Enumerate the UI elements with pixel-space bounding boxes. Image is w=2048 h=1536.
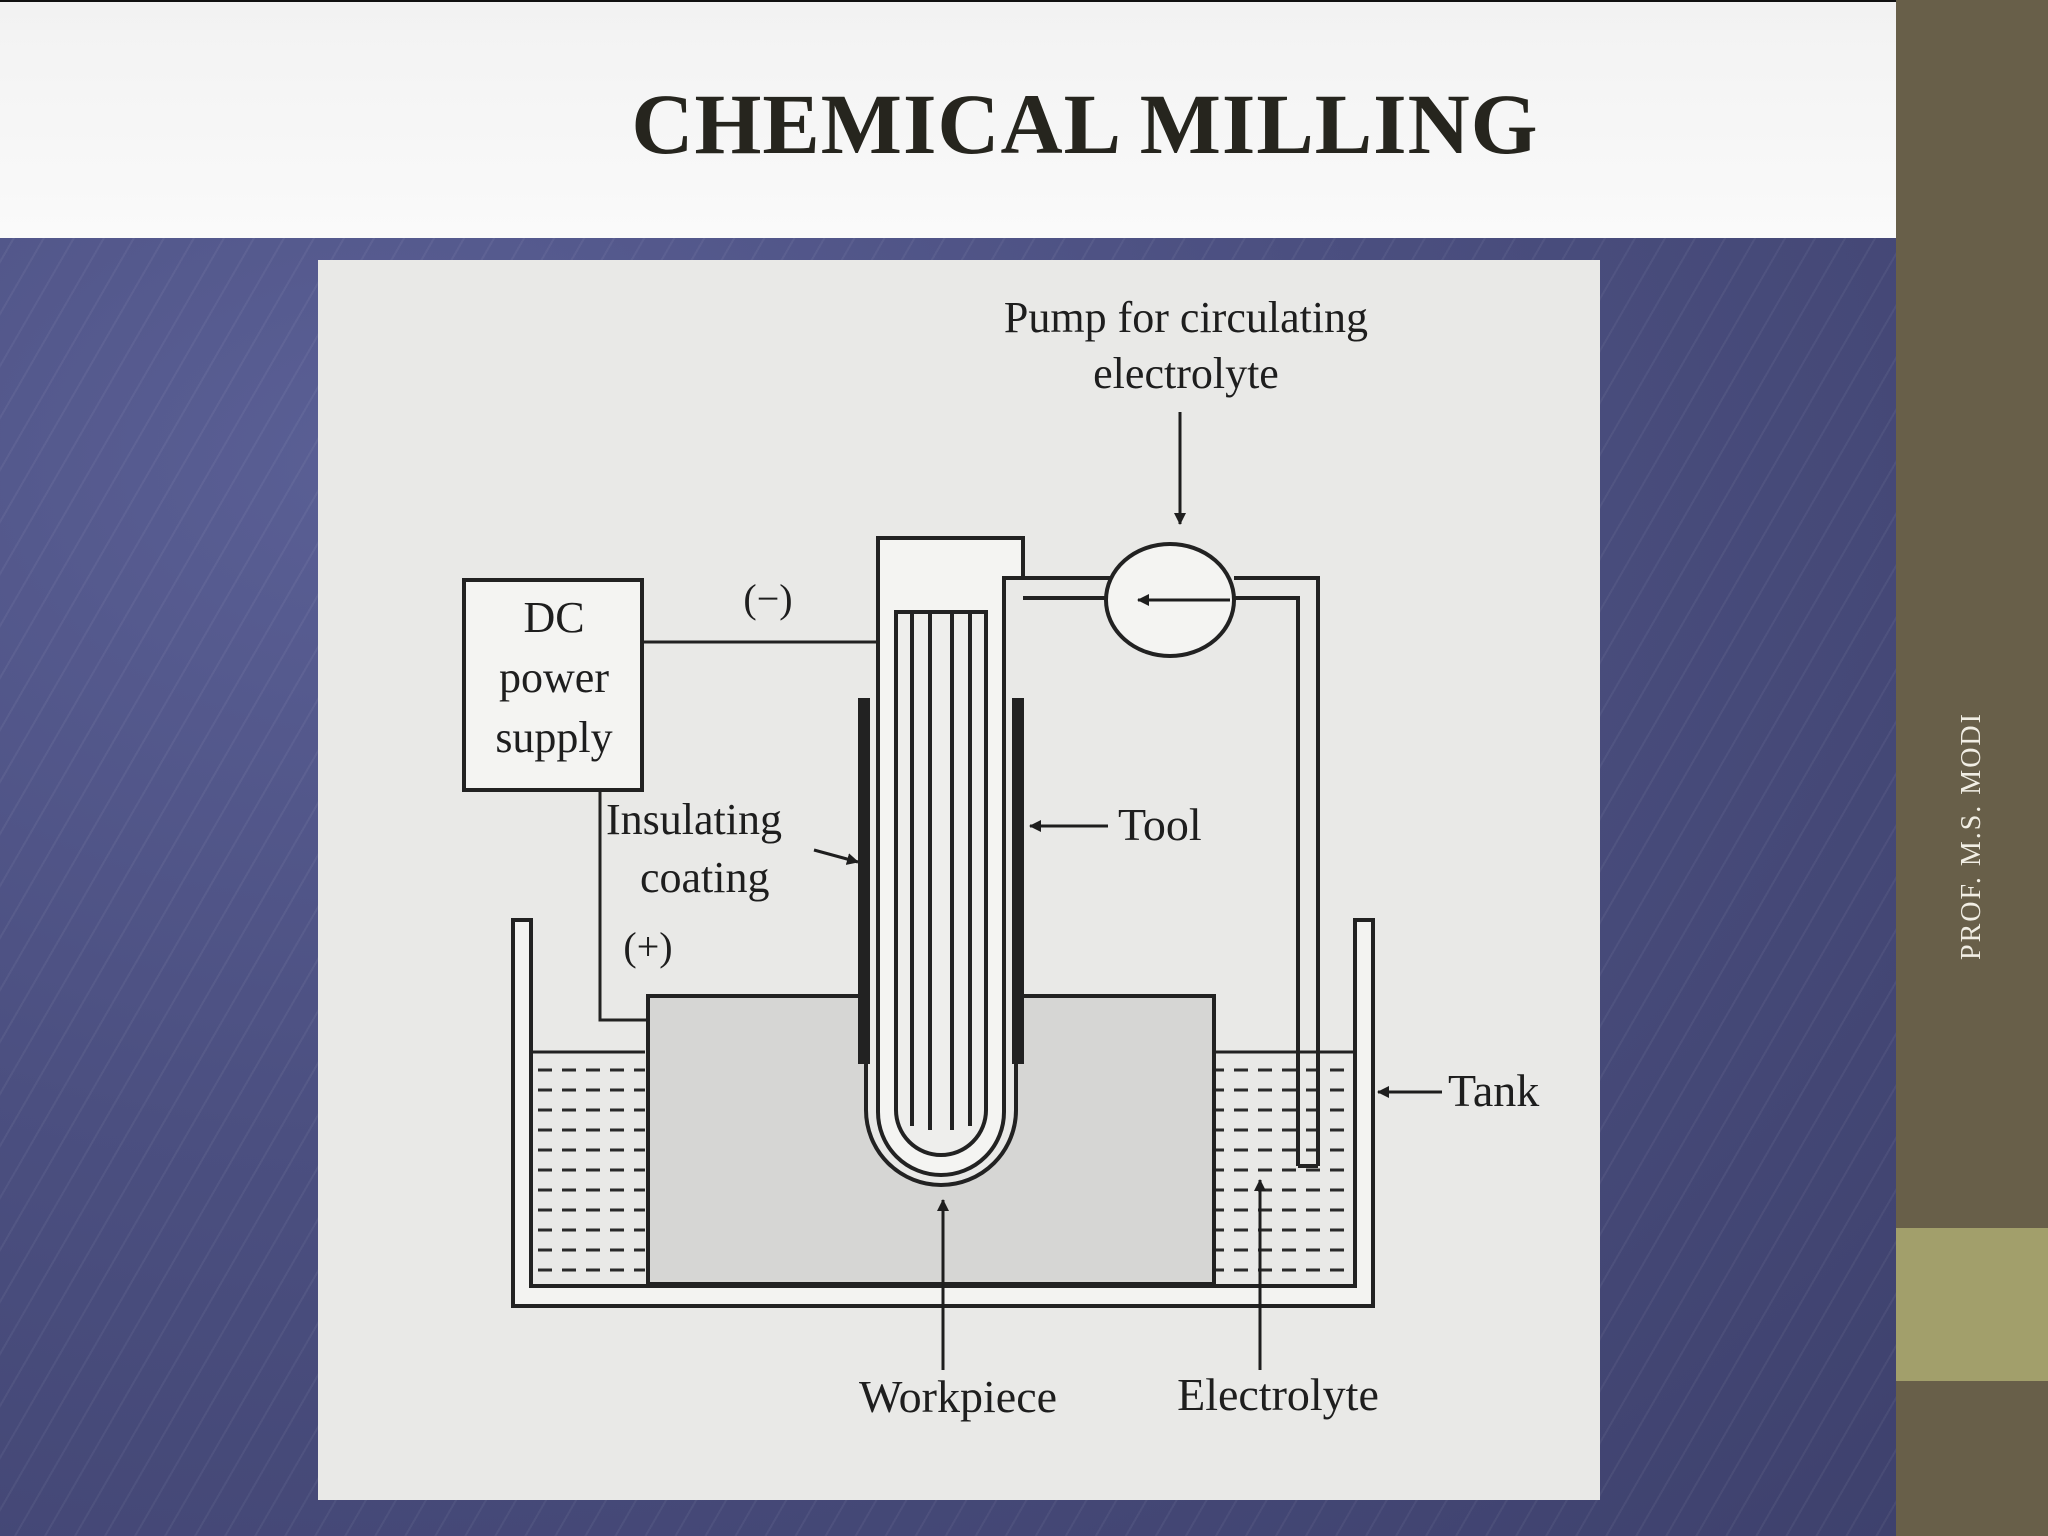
insulating-label-line2: coating	[640, 853, 770, 902]
electrolyte-right	[1216, 1052, 1353, 1284]
workpiece-label: Workpiece	[859, 1371, 1057, 1422]
diagram-figure: Pump for circulating electrolyte DC powe…	[318, 260, 1600, 1500]
dc-label-line3: supply	[495, 713, 612, 762]
electrolyte-left	[533, 1052, 645, 1284]
tool-label: Tool	[1118, 799, 1202, 850]
positive-wire	[598, 790, 648, 1022]
dc-label-line2: power	[499, 653, 609, 702]
chemical-milling-diagram: Pump for circulating electrolyte DC powe…	[462, 293, 1539, 1422]
negative-terminal-label: (−)	[743, 576, 792, 621]
tank-outline	[511, 918, 1375, 1308]
tank-label: Tank	[1448, 1065, 1539, 1116]
dc-power-supply-box	[462, 578, 644, 792]
slide-title: CHEMICAL MILLING	[631, 76, 1539, 172]
workpiece-block	[646, 994, 1216, 1286]
side-accent-block	[1896, 1228, 2048, 1381]
pump-label-line2: electrolyte	[1093, 349, 1279, 398]
title-band: CHEMICAL MILLING	[0, 0, 1896, 238]
author-label: PROF. M.S. MODI	[1956, 712, 1987, 960]
pump-label-line1: Pump for circulating	[1004, 293, 1368, 342]
insulating-label-line1: Insulating	[606, 795, 782, 844]
insulating-callout-arrow	[813, 848, 859, 865]
electrolyte-label: Electrolyte	[1177, 1369, 1379, 1420]
dc-label-line1: DC	[523, 593, 584, 642]
positive-terminal-label: (+)	[623, 924, 672, 969]
